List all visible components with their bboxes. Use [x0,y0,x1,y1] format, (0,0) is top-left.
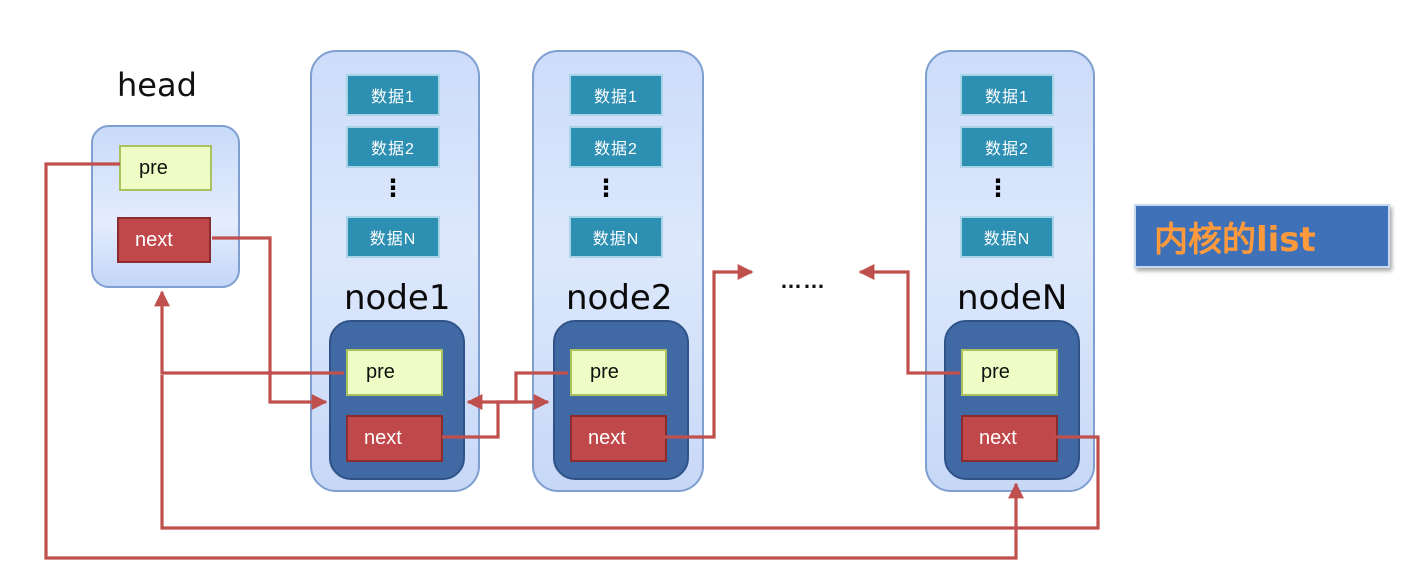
noden-label: nodeN [957,278,1068,318]
node2-data-2: 数据2 [569,126,663,168]
noden-next-field: next [961,415,1058,462]
node2-data-1: 数据1 [569,74,663,116]
node1-list-head: pre next [329,320,465,480]
node2-list-head: pre next [553,320,689,480]
noden-data-n: 数据N [960,216,1054,258]
noden-data-1: 数据1 [960,74,1054,116]
node1-box: 数据1 数据2 ⋮ 数据N node1 pre next [310,50,480,492]
head-box: pre next [91,125,240,288]
title-label: 内核的list [1134,204,1390,268]
node2-data-ellipsis: ⋮ [594,174,618,202]
noden-data-ellipsis: ⋮ [986,174,1010,202]
node1-label: node1 [344,278,451,318]
node2-pre-field: pre [570,349,667,396]
noden-data-2: 数据2 [960,126,1054,168]
node1-data-ellipsis: ⋮ [381,174,405,202]
node2-box: 数据1 数据2 ⋮ 数据N node2 pre next [532,50,704,492]
noden-box: 数据1 数据2 ⋮ 数据N nodeN pre next [925,50,1095,492]
node1-pre-field: pre [346,349,443,396]
head-next-field: next [117,217,211,263]
node2-data-n: 数据N [569,216,663,258]
noden-list-head: pre next [944,320,1080,480]
node2-label: node2 [566,278,673,318]
head-pre-field: pre [119,145,212,191]
node1-data-1: 数据1 [346,74,440,116]
node1-data-n: 数据N [346,216,440,258]
middle-ellipsis: …… [780,268,826,293]
head-label: head [117,66,197,104]
node1-data-2: 数据2 [346,126,440,168]
node2-next-field: next [570,415,667,462]
node1-next-field: next [346,415,443,462]
noden-pre-field: pre [961,349,1058,396]
